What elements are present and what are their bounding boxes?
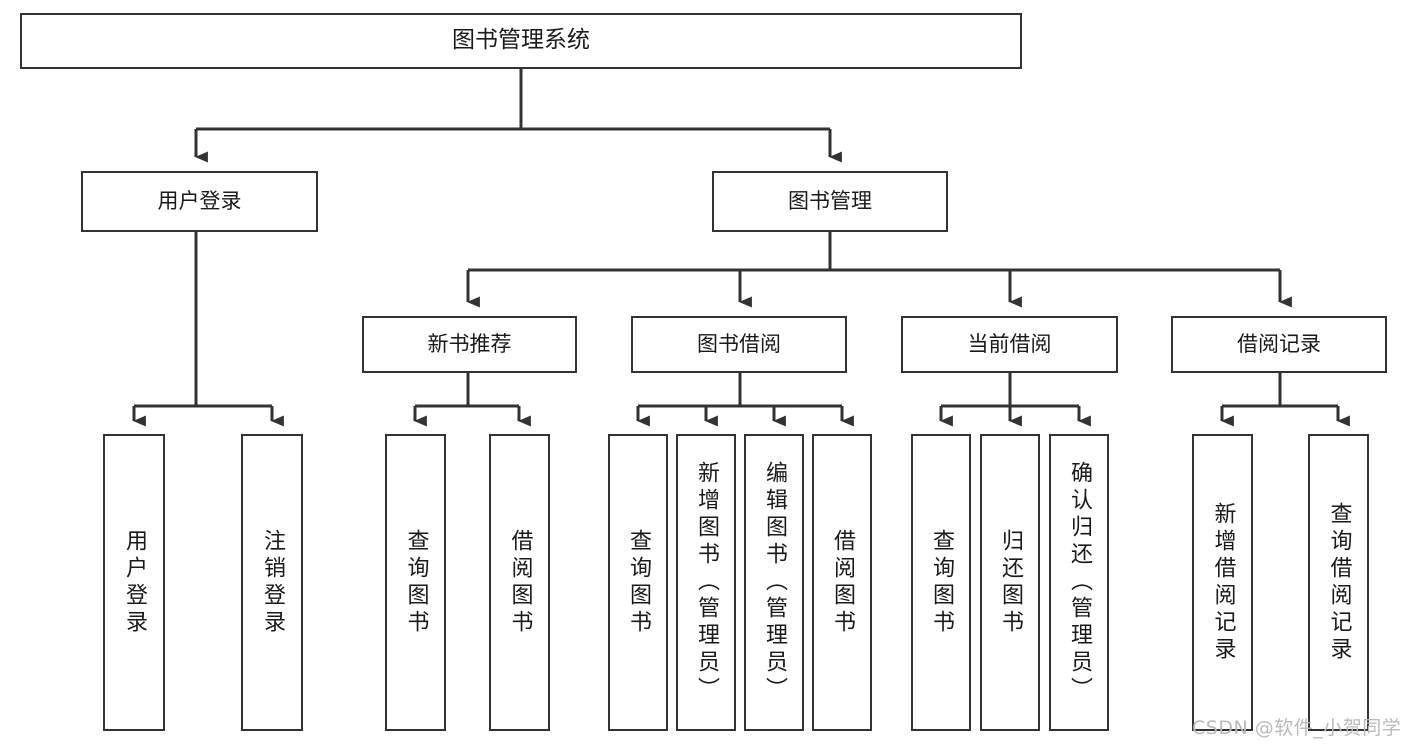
- leaf-borrow-book-recommend[interactable]: 借阅图书: [489, 434, 550, 731]
- node-root[interactable]: 图书管理系统: [20, 13, 1022, 69]
- node-new-book-recommend-label: 新书推荐: [427, 331, 512, 356]
- leaf-add-borrow-record-label: 新增借阅记录: [1210, 501, 1236, 664]
- leaf-query-borrow-record[interactable]: 查询借阅记录: [1308, 434, 1369, 731]
- leaf-borrow-book-recommend-label: 借阅图书: [507, 528, 533, 637]
- leaf-return-book-label: 归还图书: [998, 528, 1023, 637]
- node-book-borrow[interactable]: 图书借阅: [631, 316, 847, 373]
- leaf-logout[interactable]: 注销登录: [241, 434, 303, 731]
- node-current-borrow[interactable]: 当前借阅: [901, 316, 1118, 373]
- leaf-query-borrow-record-label: 查询借阅记录: [1326, 501, 1352, 664]
- node-borrow-record-label: 借阅记录: [1237, 331, 1321, 356]
- leaf-query-book-current[interactable]: 查询图书: [911, 434, 971, 731]
- leaf-borrow-book[interactable]: 借阅图书: [812, 434, 872, 731]
- leaf-query-book-recommend-label: 查询图书: [403, 528, 429, 637]
- node-root-label: 图书管理系统: [452, 27, 590, 54]
- leaf-add-book-admin[interactable]: 新增图书（管理员）: [676, 434, 736, 731]
- node-user-login-label: 用户登录: [157, 188, 242, 213]
- leaf-query-book-borrow-label: 查询图书: [626, 528, 651, 637]
- leaf-borrow-book-label: 借阅图书: [830, 528, 855, 637]
- leaf-confirm-return-admin[interactable]: 确认归还（管理员）: [1049, 434, 1109, 731]
- node-user-login[interactable]: 用户登录: [81, 171, 318, 232]
- leaf-add-book-admin-label: 新增图书（管理员）: [694, 461, 719, 704]
- leaf-user-login[interactable]: 用户登录: [103, 434, 165, 731]
- leaf-edit-book-admin[interactable]: 编辑图书（管理员）: [744, 434, 804, 731]
- leaf-edit-book-admin-label: 编辑图书（管理员）: [762, 461, 787, 704]
- node-book-management-label: 图书管理: [788, 188, 872, 213]
- node-book-borrow-label: 图书借阅: [697, 331, 781, 356]
- node-borrow-record[interactable]: 借阅记录: [1171, 316, 1387, 373]
- leaf-logout-label: 注销登录: [260, 528, 285, 637]
- leaf-query-book-recommend[interactable]: 查询图书: [385, 434, 446, 731]
- node-book-management[interactable]: 图书管理: [712, 171, 948, 232]
- leaf-query-book-borrow[interactable]: 查询图书: [608, 434, 668, 731]
- node-new-book-recommend[interactable]: 新书推荐: [362, 316, 577, 373]
- leaf-user-login-label: 用户登录: [122, 528, 147, 637]
- leaf-return-book[interactable]: 归还图书: [980, 434, 1040, 731]
- leaf-add-borrow-record[interactable]: 新增借阅记录: [1192, 434, 1253, 731]
- leaf-confirm-return-admin-label: 确认归还（管理员）: [1067, 461, 1092, 704]
- node-current-borrow-label: 当前借阅: [967, 331, 1052, 356]
- leaf-query-book-current-label: 查询图书: [929, 528, 954, 637]
- csdn-watermark: CSDN @软件_小贺同学: [1192, 717, 1402, 739]
